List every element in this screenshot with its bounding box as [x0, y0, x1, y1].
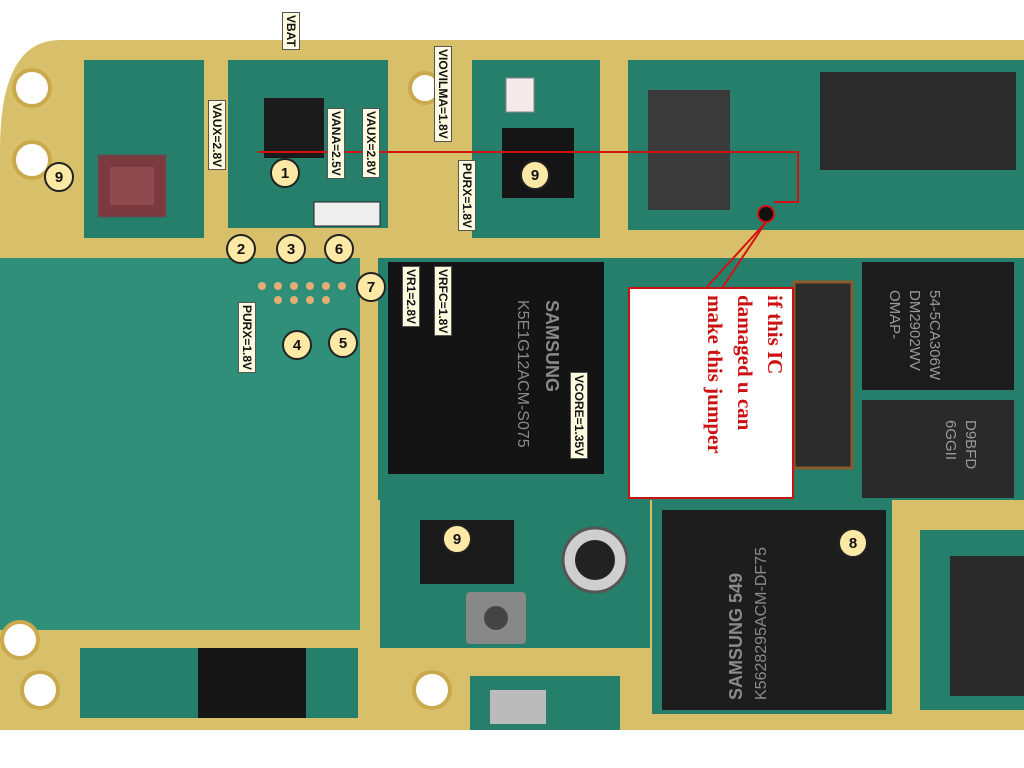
- jumper-note: if this IC damaged u can make this jumpe…: [628, 287, 794, 499]
- label-vaux-center: VAUX=2.8V: [362, 108, 380, 179]
- badge-9-top: 9: [520, 160, 550, 190]
- pmic-chip: [264, 98, 324, 158]
- jumper-wire: [258, 151, 799, 203]
- svg-text:K5628295ACM-DF75: K5628295ACM-DF75: [753, 547, 770, 700]
- label-purx-left: PURX=1.8V: [238, 302, 256, 374]
- svg-text:K5E1G12ACM-S075: K5E1G12ACM-S075: [514, 300, 531, 448]
- badge-1: 1: [270, 158, 300, 188]
- svg-text:54-5CA306W: 54-5CA306W: [926, 290, 943, 381]
- pointer-line-a: [705, 221, 767, 289]
- connector-right: [820, 72, 1016, 170]
- svg-text:DM2902WV: DM2902WV: [906, 290, 923, 371]
- badge-5: 5: [328, 328, 358, 358]
- label-vbat: VBAT: [282, 12, 300, 50]
- samsung-memory-top: [388, 262, 604, 474]
- badge-8: 8: [838, 528, 868, 558]
- note-line-3: make this jumper: [703, 295, 727, 454]
- badge-4: 4: [282, 330, 312, 360]
- led: [505, 77, 535, 113]
- label-vcore: VCORE=1.35V: [570, 372, 588, 460]
- test-points: [258, 282, 346, 304]
- svg-text:6GGII: 6GGII: [942, 420, 959, 460]
- side-button: [490, 690, 546, 724]
- label-vaux-left: VAUX=2.8V: [208, 100, 226, 171]
- badge-9-left: 9: [44, 162, 74, 192]
- badge-6: 6: [324, 234, 354, 264]
- note-line-2: damaged u can: [733, 295, 757, 431]
- audio-jack: [198, 648, 306, 718]
- label-vana: VANA=2.5V: [327, 108, 345, 179]
- badge-7: 7: [356, 272, 386, 302]
- badge-2: 2: [226, 234, 256, 264]
- chip-yb: [792, 280, 854, 470]
- badge-9-bottom: 9: [442, 524, 472, 554]
- pcb-green-area-left: [0, 258, 360, 630]
- svg-text:D9BFD: D9BFD: [962, 420, 979, 469]
- label-purx-top: PURX=1.8V: [458, 160, 476, 232]
- jumper-target-ic: [757, 205, 775, 223]
- label-vr1: VR1=2.8V: [402, 266, 420, 328]
- svg-text:SAMSUNG 549: SAMSUNG 549: [726, 573, 746, 700]
- samsung-top-text: SAMSUNG: [542, 300, 562, 392]
- pointer-line-b: [721, 221, 767, 289]
- connector-left: [648, 90, 730, 210]
- mounting-holes: [0, 68, 452, 710]
- note-line-1: if this IC: [763, 295, 787, 375]
- omap-chip: [862, 262, 1014, 390]
- chip-6ggh: [862, 400, 1014, 498]
- svg-text:OMAP-: OMAP-: [886, 290, 903, 339]
- connector-bottom-right: [950, 556, 1024, 696]
- label-vrfc: VRFC=1.8V: [434, 266, 452, 337]
- badge-3: 3: [276, 234, 306, 264]
- pa-chip: [313, 201, 381, 227]
- label-viovilma: VIOVILMA=1.8V: [434, 46, 452, 142]
